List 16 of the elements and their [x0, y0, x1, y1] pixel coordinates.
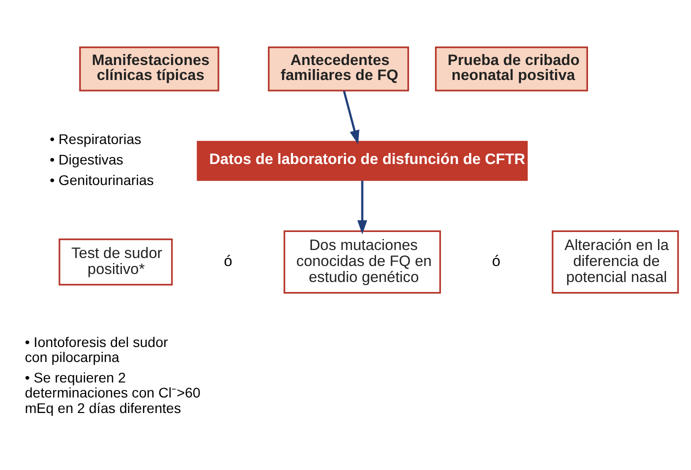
node-label: • Genitourinarias [50, 172, 154, 188]
node-box: Datos de laboratorio de disfunción de CFTR [196, 140, 528, 180]
arrow [342, 90, 360, 144]
label: ó [224, 252, 232, 270]
node-label: • Se requieren 2 determinaciones con Cl⁻>60 mEq en 2 días diferentes [24, 368, 200, 416]
node-box: Alteración en la diferencia de potencial nasal [552, 230, 679, 294]
node-label: • Iontoforesis del sudor con pilocarpina [24, 333, 168, 364]
node-box: Dos mutaciones conocidas de FQ en estudio genético [284, 230, 441, 294]
node-box: Test de sudor positivo* [58, 238, 173, 286]
label: ó [492, 252, 500, 270]
node-label: • Respiratorias [50, 130, 142, 147]
node-label: • Digestivas [50, 151, 124, 168]
node-box: Manifestaciones clínicas típicas [79, 46, 220, 91]
node-box: Antecedentes familiares de FQ [268, 46, 410, 91]
arrow [357, 180, 368, 234]
node-box: Prueba de cribado neonatal positiva [435, 46, 588, 91]
